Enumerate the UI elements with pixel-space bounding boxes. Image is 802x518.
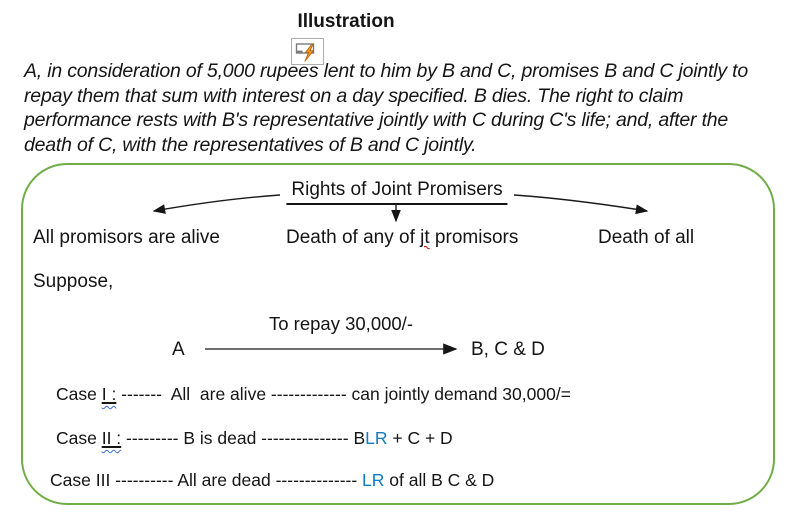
case-2-prefix: Case [56, 428, 102, 448]
case-2-text: --------- B is dead --------------- B [121, 428, 366, 448]
node-b-c-d: B, C & D [471, 339, 545, 360]
branch-death-of-all: Death of all [598, 227, 695, 248]
autocorrect-options-icon[interactable] [291, 38, 324, 65]
branch-all-promisors-alive: All promisors are alive [33, 227, 220, 248]
diagram-heading: Rights of Joint Promisers [286, 179, 508, 205]
case-1-row: Case I : ------- All are alive ---------… [56, 384, 571, 405]
node-a: A [172, 339, 185, 360]
case-3-suffix: of all B C & D [384, 470, 495, 490]
case-1-numeral: I : [101, 384, 117, 404]
case-1-text: ------- All are alive ------------- can … [116, 384, 571, 404]
suppose-label: Suppose, [33, 271, 114, 292]
illustration-paragraph: A, in consideration of 5,000 rupees lent… [24, 60, 749, 156]
lightning-bolt-icon [291, 38, 324, 65]
branch-middle-text-post: promisors [429, 227, 519, 248]
page-title: Illustration [297, 11, 395, 32]
case-2-suffix: + C + D [387, 428, 453, 448]
case-3-prefix: Case III ---------- All are dead -------… [50, 470, 363, 490]
rights-diagram-box [21, 163, 775, 505]
case-3-lr: LR [362, 470, 385, 490]
branch-middle-text-pre: Death of any of [286, 227, 421, 248]
misspelled-word: jt [420, 227, 430, 248]
branch-death-of-any: Death of any of jt promisors [286, 227, 518, 249]
repay-arrow-label: To repay 30,000/- [269, 313, 413, 334]
case-2-lr: LR [365, 428, 388, 448]
case-2-row: Case II : --------- B is dead ----------… [56, 428, 453, 449]
case-1-prefix: Case [56, 384, 102, 404]
case-3-row: Case III ---------- All are dead -------… [50, 470, 494, 491]
case-2-numeral: II : [101, 428, 122, 448]
